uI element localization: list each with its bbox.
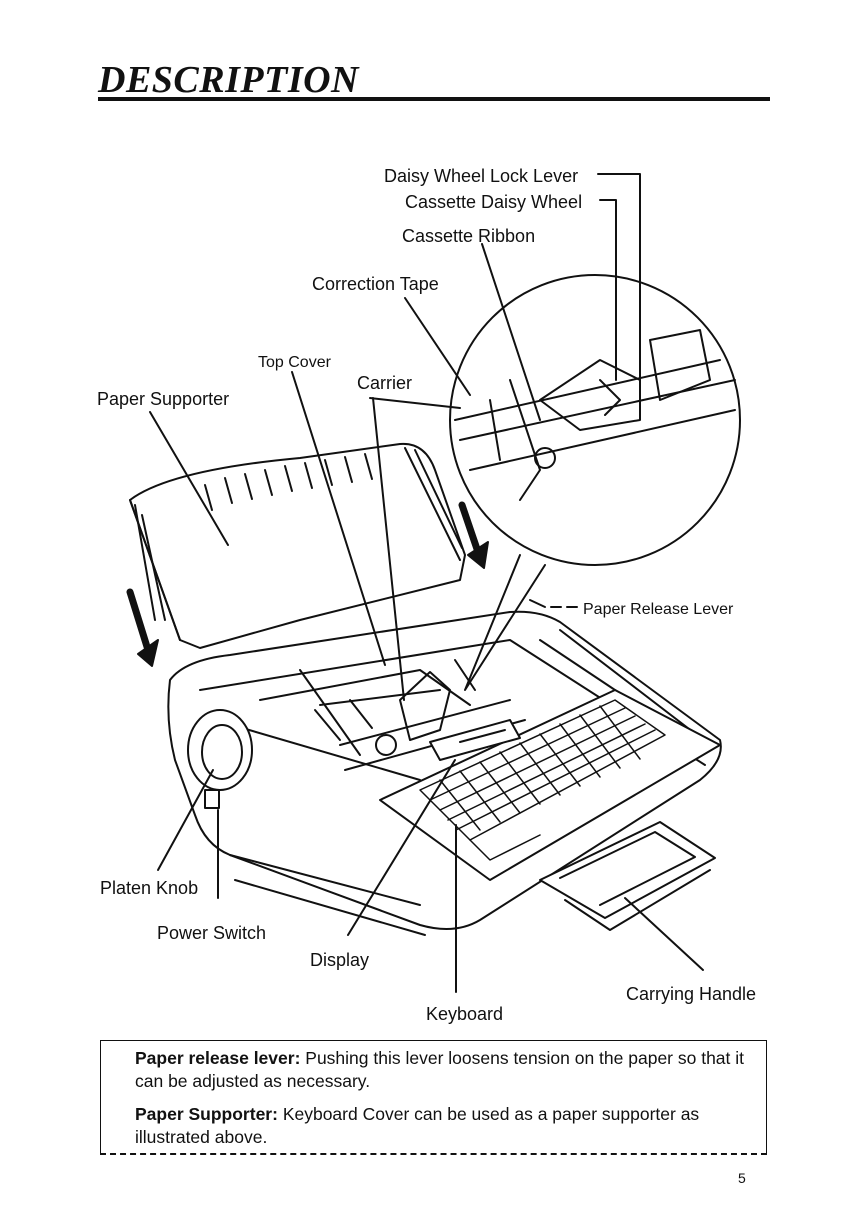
note-paper-supporter: Paper Supporter: Keyboard Cover can be u…	[135, 1103, 755, 1149]
label-cassette-ribbon: Cassette Ribbon	[402, 226, 535, 246]
notes-box: Paper release lever: Pushing this lever …	[100, 1040, 767, 1154]
label-cassette-daisy-wheel: Cassette Daisy Wheel	[405, 192, 582, 212]
note-text: Keyboard Cover can be used as a paper su…	[135, 1104, 700, 1147]
title-underline	[98, 97, 770, 101]
note-term: Paper release lever:	[135, 1048, 301, 1068]
label-keyboard: Keyboard	[426, 1004, 503, 1024]
page-number: 5	[738, 1170, 746, 1186]
label-display: Display	[310, 950, 369, 970]
paper-supporter-illustration	[129, 442, 466, 649]
label-carrier: Carrier	[357, 373, 412, 393]
note-term: Paper Supporter:	[135, 1104, 278, 1124]
label-daisy-wheel-lock-lever: Daisy Wheel Lock Lever	[384, 166, 578, 186]
label-paper-release-lever: Paper Release Lever	[583, 601, 734, 618]
label-top-cover: Top Cover	[258, 354, 332, 371]
notes-box-bottom-border	[100, 1153, 767, 1155]
note-paper-release-lever: Paper release lever: Pushing this lever …	[135, 1047, 755, 1093]
page-title: DESCRIPTION	[98, 59, 359, 101]
typewriter-body-illustration	[167, 610, 722, 936]
note-text: Pushing this lever loosens tension on th…	[135, 1048, 745, 1091]
label-power-switch: Power Switch	[157, 923, 266, 943]
magnifier-detail	[449, 274, 741, 691]
keyboard-illustration	[419, 699, 666, 861]
label-correction-tape: Correction Tape	[312, 274, 439, 294]
label-paper-supporter: Paper Supporter	[97, 389, 229, 409]
label-carrying-handle: Carrying Handle	[626, 984, 756, 1004]
label-platen-knob: Platen Knob	[100, 878, 198, 898]
